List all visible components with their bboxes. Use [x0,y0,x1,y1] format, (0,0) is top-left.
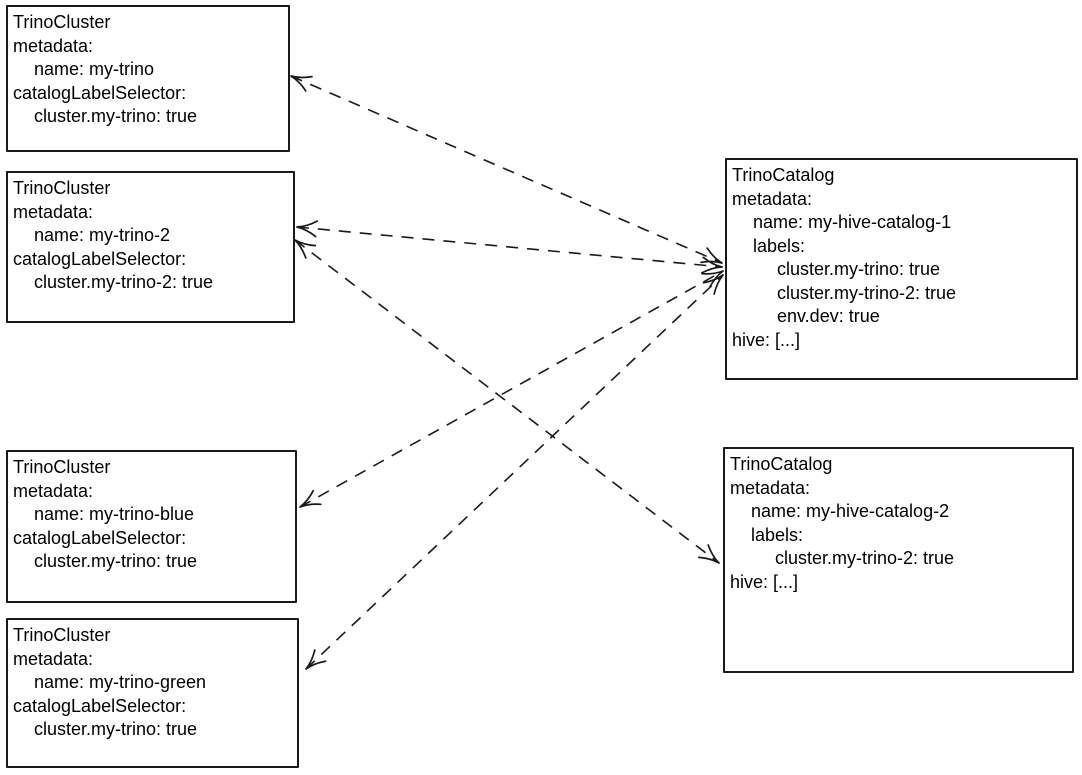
resource-kind: TrinoCluster [13,457,111,477]
yaml-line: name: my-hive-catalog-1 [753,212,952,232]
yaml-line: env.dev: true [777,306,880,326]
yaml-line: catalogLabelSelector: [13,248,187,269]
resource-kind: TrinoCluster [13,625,111,645]
trinocluster-my-trino-blue-box: TrinoCluster metadata: name: my-trino-bl… [6,450,297,603]
edge-my-trino-blue-to-my-hive-catalog-1 [299,270,724,508]
yaml-line: metadata: [730,477,811,498]
yaml-line: hive: [...] [730,571,799,592]
yaml-line: metadata: [13,648,94,669]
yaml-line: catalogLabelSelector: [13,82,187,103]
yaml-line: metadata: [732,188,813,209]
yaml-line: labels: [751,524,804,545]
yaml-line: name: my-trino [34,59,155,79]
yaml-line: labels: [753,235,806,256]
edge-my-trino-2-to-my-hive-catalog-2 [294,239,720,564]
arrowhead [296,220,723,274]
edge-my-trino-green-to-my-hive-catalog-1 [305,274,724,670]
yaml-line: name: my-hive-catalog-2 [751,501,950,521]
yaml-line: catalogLabelSelector: [13,527,187,548]
yaml-line: hive: [...] [732,329,801,350]
trinocatalog-my-hive-catalog-2-box: TrinoCatalog metadata: name: my-hive-cat… [723,447,1074,673]
trinocluster-my-trino-green-box: TrinoCluster metadata: name: my-trino-gr… [6,618,299,768]
yaml-line: cluster.my-trino: true [34,106,198,126]
trinocluster-my-trino-box: TrinoCluster metadata: name: my-trino ca… [6,5,290,152]
resource-kind: TrinoCatalog [730,454,833,474]
arrowhead [299,270,724,508]
edge-my-trino-2-to-my-hive-catalog-1 [296,220,723,274]
trinocatalog-my-hive-catalog-1-box: TrinoCatalog metadata: name: my-hive-cat… [725,158,1078,380]
arrowhead [290,75,723,264]
edge-my-trino-to-my-hive-catalog-1 [290,75,723,264]
yaml-line: cluster.my-trino-2: true [777,282,957,303]
yaml-line: cluster.my-trino: true [34,719,198,739]
arrowhead [305,274,724,670]
yaml-line: cluster.my-trino: true [34,551,198,571]
yaml-line: metadata: [13,201,94,222]
resource-kind: TrinoCluster [13,178,111,198]
yaml-line: cluster.my-trino-2: true [34,272,214,292]
yaml-line: catalogLabelSelector: [13,695,187,716]
yaml-line: cluster.my-trino-2: true [775,548,955,568]
resource-kind: TrinoCatalog [732,165,835,185]
yaml-line: cluster.my-trino: true [777,259,941,279]
trinocluster-my-trino-2-box: TrinoCluster metadata: name: my-trino-2 … [6,171,295,323]
resource-kind: TrinoCluster [13,12,111,32]
yaml-line: metadata: [13,480,94,501]
yaml-line: name: my-trino-green [34,672,207,692]
yaml-line: name: my-trino-2 [34,225,171,245]
yaml-line: name: my-trino-blue [34,504,195,524]
arrowhead [294,239,720,564]
yaml-line: metadata: [13,35,94,56]
